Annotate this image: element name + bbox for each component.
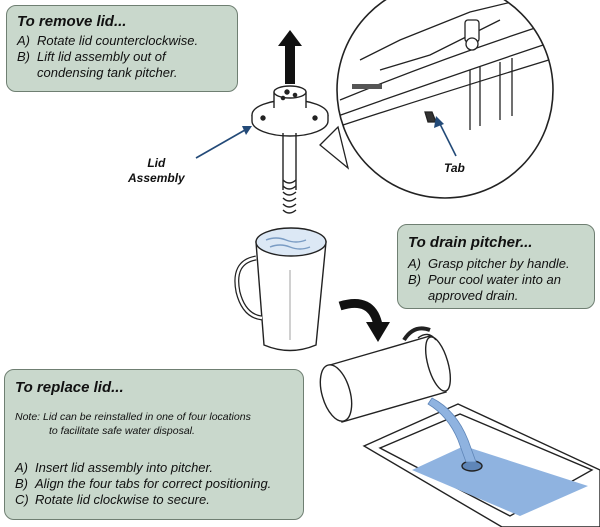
- step-text: condensing tank pitcher.: [37, 65, 178, 80]
- step-text: Grasp pitcher by handle.: [428, 256, 570, 271]
- step-letter: C): [15, 492, 29, 507]
- step-letter: [408, 288, 428, 304]
- step-text: Rotate lid clockwise to secure.: [35, 492, 210, 507]
- tab-pointer-arrow: [434, 116, 457, 157]
- replace-note-line2: to facilitate safe water disposal.: [49, 425, 195, 437]
- replace-step: B) Align the four tabs for correct posit…: [15, 476, 293, 492]
- replace-step: A) Insert lid assembly into pitcher.: [15, 460, 293, 476]
- remove-lid-callout: To remove lid... A) Rotate lid countercl…: [6, 5, 238, 92]
- step-letter: B): [17, 49, 30, 64]
- remove-step: condensing tank pitcher.: [17, 65, 227, 81]
- remove-step: A) Rotate lid counterclockwise.: [17, 33, 227, 49]
- step-text: Align the four tabs for correct position…: [35, 476, 272, 491]
- step-text: Insert lid assembly into pitcher.: [35, 460, 213, 475]
- remove-lid-title: To remove lid...: [17, 13, 127, 30]
- lid-assembly-label: Lid Assembly: [128, 156, 185, 186]
- lid-label-line1: Lid: [147, 156, 166, 170]
- replace-lid-title: To replace lid...: [15, 379, 124, 396]
- step-letter: B): [408, 272, 421, 287]
- pour-turn-arrow: [338, 298, 390, 342]
- sink-drawing: [362, 403, 600, 527]
- lift-up-arrow: [278, 30, 302, 84]
- drain-step: approved drain.: [408, 288, 584, 304]
- lid-pointer-arrow: [195, 126, 252, 159]
- drain-step: A) Grasp pitcher by handle.: [408, 256, 584, 272]
- pitcher-upright-drawing: [234, 227, 327, 352]
- drain-pitcher-title: To drain pitcher...: [408, 234, 533, 251]
- drain-pitcher-callout: To drain pitcher... A) Grasp pitcher by …: [397, 224, 595, 309]
- step-text: Rotate lid counterclockwise.: [37, 33, 199, 48]
- replace-lid-callout: To replace lid... Note: Lid can be reins…: [4, 369, 304, 520]
- step-text: approved drain.: [428, 288, 519, 303]
- tab-label: Tab: [444, 161, 465, 175]
- step-text: Lift lid assembly out of: [37, 49, 166, 64]
- replace-step: C) Rotate lid clockwise to secure.: [15, 492, 293, 508]
- step-letter: A): [408, 256, 421, 271]
- step-letter: A): [17, 33, 30, 48]
- step-letter: B): [15, 476, 28, 491]
- step-text: Pour cool water into an: [428, 272, 561, 287]
- pitcher-pouring-drawing: [319, 326, 452, 423]
- lid-label-line2: Assembly: [128, 171, 185, 185]
- water-stream: [427, 397, 477, 463]
- tab-magnified-view: [336, 0, 554, 199]
- step-letter: A): [15, 460, 28, 475]
- step-letter: [17, 65, 37, 81]
- replace-note-line1: Note: Lid can be reinstalled in one of f…: [15, 411, 251, 423]
- zoom-connector: [319, 125, 350, 170]
- remove-step: B) Lift lid assembly out of: [17, 49, 227, 65]
- drain-step: B) Pour cool water into an: [408, 272, 584, 288]
- lid-assembly-drawing: [251, 85, 329, 214]
